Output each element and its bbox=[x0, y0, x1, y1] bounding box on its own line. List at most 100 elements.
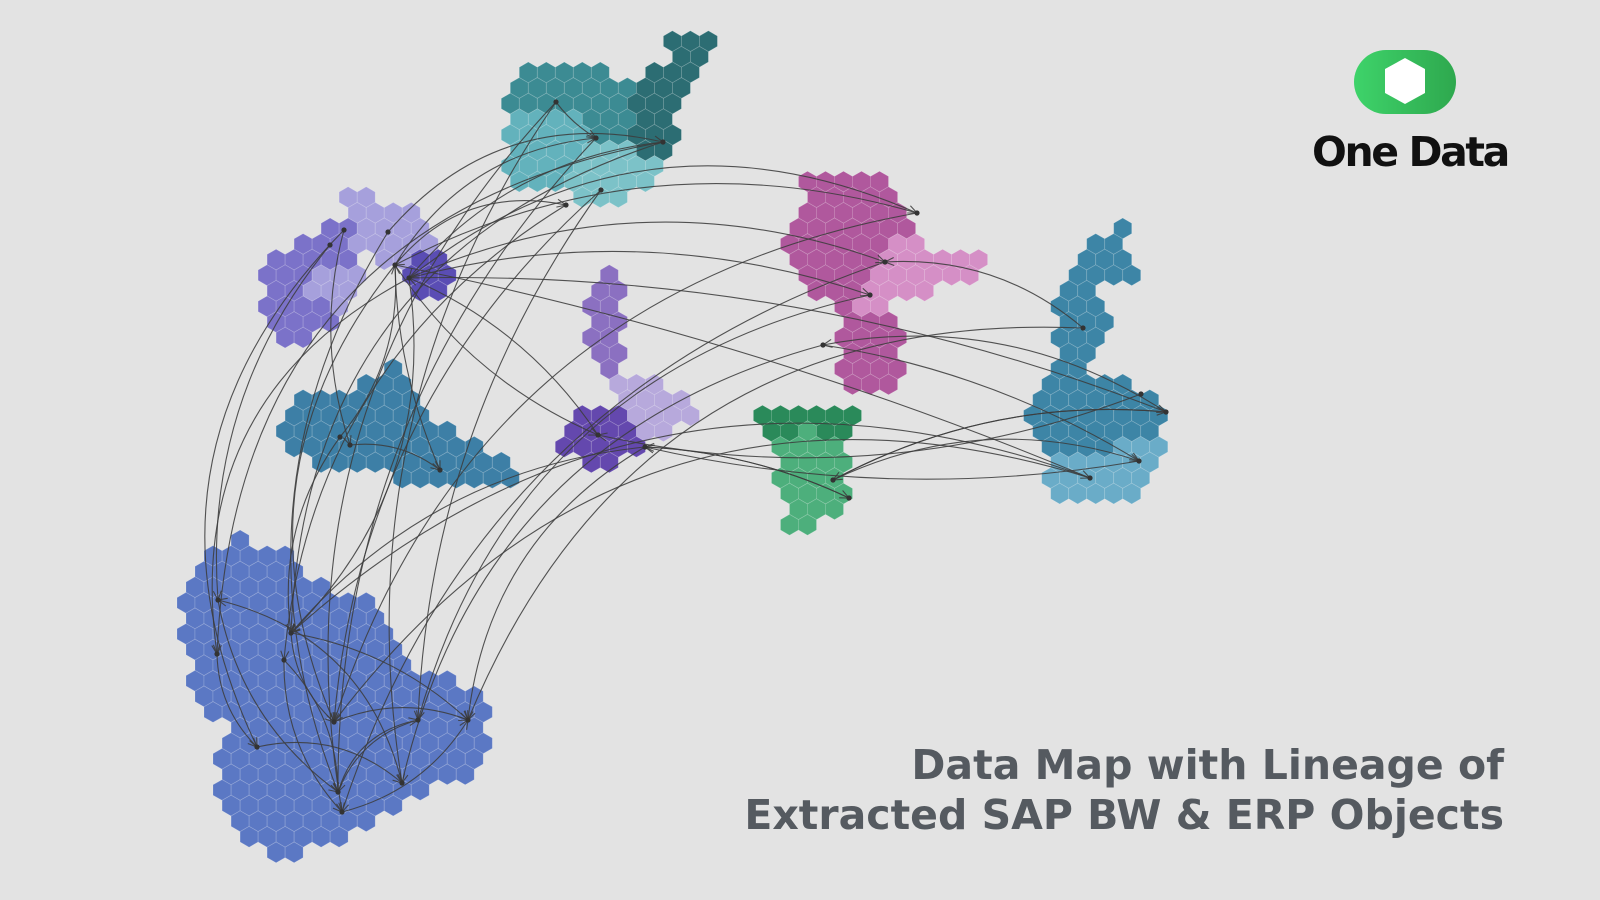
lineage-node[interactable] bbox=[331, 719, 337, 725]
lineage-node[interactable] bbox=[335, 789, 341, 795]
lineage-node[interactable] bbox=[254, 744, 260, 750]
lineage-node[interactable] bbox=[327, 242, 333, 248]
lineage-edge bbox=[290, 632, 469, 721]
lineage-edge bbox=[290, 277, 415, 634]
lineage-node[interactable] bbox=[337, 434, 343, 440]
lineage-node[interactable] bbox=[553, 99, 559, 105]
lineage-edge bbox=[292, 264, 396, 723]
lineage-node[interactable] bbox=[1136, 458, 1142, 464]
hex-cell-green bbox=[798, 513, 817, 536]
lineage-edge-layer bbox=[204, 101, 1168, 814]
lineage-node[interactable] bbox=[846, 495, 852, 501]
lineage-node[interactable] bbox=[214, 651, 220, 657]
lineage-edge bbox=[884, 260, 1084, 329]
lineage-edge bbox=[204, 229, 345, 748]
lineage-edge bbox=[467, 446, 646, 721]
lineage-edge bbox=[290, 141, 664, 634]
lineage-edge bbox=[341, 719, 469, 813]
lineage-edge bbox=[283, 204, 567, 661]
lineage-node[interactable] bbox=[593, 135, 599, 141]
lineage-edge bbox=[333, 212, 918, 723]
lineage-node[interactable] bbox=[563, 202, 569, 208]
lineage-node[interactable] bbox=[399, 780, 405, 786]
hex-cell-lilac bbox=[654, 420, 673, 443]
one-data-logo-icon bbox=[1354, 50, 1456, 114]
title-line-2: Extracted SAP BW & ERP Objects bbox=[744, 791, 1504, 839]
lineage-edge bbox=[387, 132, 664, 233]
lineage-edge bbox=[337, 137, 597, 793]
lineage-edge bbox=[217, 599, 403, 784]
lineage-edge bbox=[216, 653, 258, 748]
lineage-node[interactable] bbox=[281, 657, 287, 663]
lineage-node[interactable] bbox=[465, 717, 471, 723]
lineage-edge bbox=[822, 335, 1167, 413]
hex-cell-blue-large bbox=[383, 794, 403, 817]
lineage-edge bbox=[555, 101, 597, 139]
lineage-edge bbox=[287, 436, 341, 634]
lineage-edge bbox=[401, 344, 824, 784]
lineage-node[interactable] bbox=[415, 717, 421, 723]
hex-cell-green bbox=[825, 498, 844, 521]
hex-cell-purple-mid bbox=[293, 326, 313, 349]
lineage-edge bbox=[333, 189, 602, 723]
lineage-node[interactable] bbox=[1087, 475, 1093, 481]
lineage-edge bbox=[283, 659, 339, 793]
lineage-edge bbox=[644, 446, 850, 499]
lineage-node[interactable] bbox=[660, 139, 666, 145]
lineage-node[interactable] bbox=[598, 187, 604, 193]
page-title: Data Map with Lineage of Extracted SAP B… bbox=[744, 740, 1504, 840]
hex-cell-pink bbox=[915, 279, 934, 302]
title-line-1: Data Map with Lineage of bbox=[911, 741, 1504, 789]
lineage-edge bbox=[341, 261, 886, 813]
lineage-node[interactable] bbox=[830, 477, 836, 483]
lineage-node[interactable] bbox=[882, 259, 888, 265]
lineage-node[interactable] bbox=[385, 229, 391, 235]
hex-cell-blue-large bbox=[329, 825, 349, 848]
lineage-node[interactable] bbox=[347, 442, 353, 448]
hex-cell-blue-large bbox=[284, 841, 304, 864]
lineage-node[interactable] bbox=[406, 275, 412, 281]
lineage-edge bbox=[337, 719, 419, 793]
lineage-node[interactable] bbox=[595, 432, 601, 438]
lineage-node[interactable] bbox=[392, 262, 398, 268]
lineage-edge bbox=[417, 189, 602, 721]
lineage-node[interactable] bbox=[437, 467, 443, 473]
lineage-node[interactable] bbox=[341, 227, 347, 233]
lineage-edge bbox=[394, 137, 597, 266]
lineage-edge bbox=[337, 719, 419, 793]
lineage-edge bbox=[394, 183, 918, 266]
lineage-edge bbox=[408, 277, 599, 436]
lineage-edge bbox=[217, 599, 339, 793]
lineage-node[interactable] bbox=[339, 809, 345, 815]
lineage-edge bbox=[211, 277, 410, 655]
lineage-node-layer bbox=[214, 99, 1169, 815]
lineage-node[interactable] bbox=[215, 597, 221, 603]
hex-cell-blue-large bbox=[356, 810, 376, 833]
hex-cell-blue-large bbox=[410, 779, 430, 801]
lineage-node[interactable] bbox=[1080, 325, 1086, 331]
one-data-logo[interactable]: One Data bbox=[1308, 48, 1518, 178]
lineage-edge bbox=[339, 264, 397, 438]
lineage-edge bbox=[644, 446, 1140, 480]
lineage-edge bbox=[408, 165, 918, 279]
lineage-edge bbox=[349, 443, 441, 471]
lineage-edge bbox=[408, 221, 886, 279]
lineage-edge bbox=[290, 231, 389, 793]
lineage-edge bbox=[597, 393, 1142, 459]
lineage-node[interactable] bbox=[867, 292, 873, 298]
hex-cell-sky-blue bbox=[1122, 482, 1142, 505]
lineage-edge bbox=[290, 632, 335, 723]
lineage-node[interactable] bbox=[1138, 391, 1144, 397]
lineage-node[interactable] bbox=[642, 444, 648, 450]
lineage-node[interactable] bbox=[1163, 409, 1169, 415]
lineage-node[interactable] bbox=[914, 210, 920, 216]
lineage-edge bbox=[333, 707, 469, 723]
lineage-edge bbox=[408, 276, 1167, 413]
hex-cluster-layer bbox=[176, 30, 1169, 864]
lineage-node[interactable] bbox=[288, 630, 294, 636]
hex-cell-blue-large bbox=[455, 763, 475, 786]
lineage-node[interactable] bbox=[820, 342, 826, 348]
lineage-edge bbox=[408, 250, 871, 296]
lineage-edge bbox=[256, 741, 403, 784]
